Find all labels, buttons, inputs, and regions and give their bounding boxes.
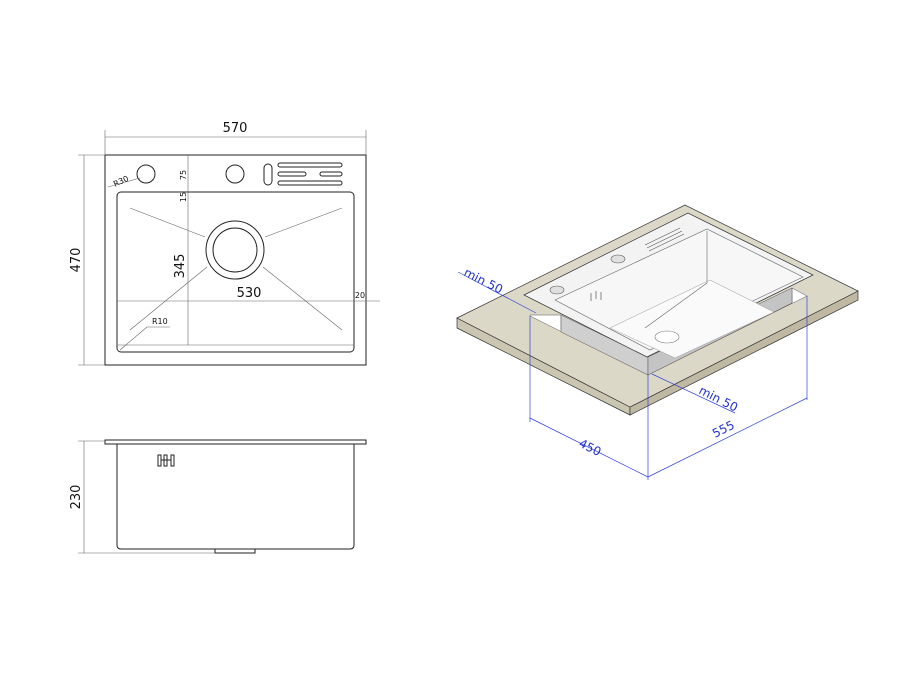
min-left-label: min 50 (462, 265, 506, 296)
margin-label: 20 (355, 291, 365, 300)
min-right-label: min 50 (697, 383, 741, 414)
basin-width-label: 530 (237, 286, 262, 301)
radius-30-label: R30 (112, 174, 130, 189)
iso-drain-icon (654, 330, 680, 344)
iso-tap-hole-icon (610, 254, 626, 264)
overflow-icon (157, 454, 175, 467)
width-label: 570 (223, 121, 248, 136)
drain-outer-icon (205, 220, 265, 280)
iso-view: 450 555 min 50 min 50 (456, 204, 859, 480)
grille-icon (277, 162, 343, 186)
tap-hole-icon (136, 164, 156, 184)
basin-outline (116, 191, 355, 353)
iso-grille-icon (644, 227, 685, 252)
drain-inner-icon (212, 227, 258, 273)
dispenser-slot-icon (263, 163, 273, 186)
side-view: 230 (69, 439, 367, 554)
height-label: 470 (69, 248, 84, 273)
offset-15-label: 15 (179, 192, 188, 202)
cutout-width-label: 555 (710, 418, 737, 441)
cutout-depth-label: 450 (577, 436, 604, 459)
top-view: 570 470 345 75 15 530 20 R30 R10 (69, 121, 380, 366)
iso-tap-hole-icon (549, 285, 565, 295)
basin-rim (554, 228, 804, 351)
tap-hole-icon (225, 164, 245, 184)
radius-10-label: R10 (152, 317, 168, 326)
basin-depth-label: 345 (173, 254, 188, 279)
sink-outline (104, 154, 367, 366)
iso-overflow-icon (590, 291, 602, 301)
depth-label: 230 (69, 485, 84, 510)
offset-75-label: 75 (179, 170, 188, 180)
